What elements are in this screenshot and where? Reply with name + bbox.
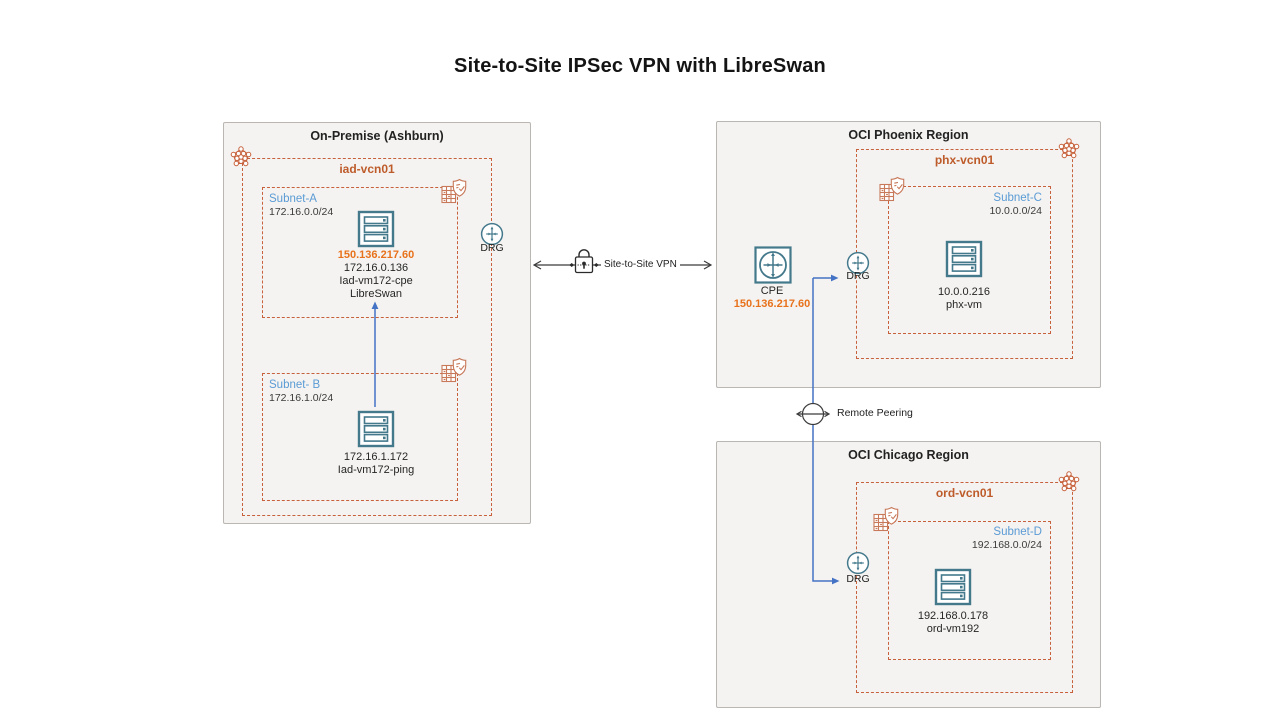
- cpe-icon: [754, 246, 792, 284]
- vpn-arrowhead-right: [703, 260, 713, 270]
- subnet-c-box: Subnet-C 10.0.0.0/24 10.0.0.216 phx-vm: [888, 186, 1051, 334]
- subnet-d-head: Subnet-D 192.168.0.0/24: [972, 526, 1042, 552]
- cpe-vm-labels: 150.136.217.60 172.16.0.136 Iad-vm172-cp…: [338, 249, 414, 301]
- security-list-icon: [440, 356, 468, 384]
- vcn-icon: [1058, 471, 1080, 493]
- server-icon: [356, 209, 396, 249]
- security-list-icon: [872, 505, 900, 533]
- phx-vm-labels: 10.0.0.216 phx-vm: [938, 286, 990, 312]
- vpn-label: Site-to-Site VPN: [601, 259, 680, 270]
- vpn-lock-icon: [569, 249, 599, 274]
- subnet-b-cidr: 172.16.1.0/24: [269, 392, 334, 404]
- drg-icon: [480, 222, 504, 246]
- subnet-c-cidr: 10.0.0.0/24: [989, 205, 1042, 217]
- subnet-c-head: Subnet-C 10.0.0.0/24: [989, 192, 1042, 218]
- cpe-label: CPE: [760, 285, 784, 297]
- cpe-labels: CPE 150.136.217.60: [734, 285, 810, 311]
- phoenix-region-title: OCI Phoenix Region: [848, 128, 969, 142]
- chicago-drg-label: DRG: [846, 573, 870, 585]
- ord-vm-ip: 192.168.0.178: [917, 610, 989, 622]
- ord-vm-labels: 192.168.0.178 ord-vm192: [918, 610, 988, 636]
- server-icon: [944, 239, 984, 279]
- vcn-icon: [230, 146, 252, 168]
- subnet-b-head: Subnet- B 172.16.1.0/24: [269, 379, 333, 405]
- security-list-icon: [440, 177, 468, 205]
- subnet-b-box: Subnet- B 172.16.1.0/24 172.16.1.172 Iad…: [262, 373, 458, 501]
- subnet-a-label: Subnet-A: [269, 193, 317, 205]
- cpe-vm-public-ip: 150.136.217.60: [337, 249, 415, 261]
- chicago-region-box: OCI Chicago Region ord-vcn01 Subnet-D 19…: [716, 441, 1101, 708]
- subnet-b-label: Subnet- B: [269, 379, 321, 391]
- ord-vcn-label: ord-vcn01: [935, 486, 994, 500]
- iad-vcn-box: iad-vcn01: [242, 158, 492, 516]
- phx-vcn-label: phx-vcn01: [934, 153, 995, 167]
- cpe-public-ip: 150.136.217.60: [733, 298, 811, 310]
- subnet-a-head: Subnet-A 172.16.0.0/24: [269, 193, 333, 219]
- server-icon: [933, 567, 973, 607]
- subnet-c-label: Subnet-C: [993, 192, 1042, 204]
- remote-peering-label: Remote Peering: [837, 407, 913, 419]
- drg-icon: [846, 251, 870, 275]
- ping-vm-ip: 172.16.1.172: [343, 451, 409, 463]
- subnet-d-cidr: 192.168.0.0/24: [971, 539, 1042, 551]
- drg-icon: [846, 551, 870, 575]
- phoenix-region-box: OCI Phoenix Region phx-vcn01 Subnet-C 10…: [716, 121, 1101, 388]
- onprem-region-box: On-Premise (Ashburn) iad-vcn01 Subnet-A …: [223, 122, 531, 524]
- onprem-drg-label: DRG: [480, 242, 504, 254]
- vcn-icon: [1058, 138, 1080, 160]
- cpe-vm-private-ip: 172.16.0.136: [343, 262, 409, 274]
- subnet-a-box: Subnet-A 172.16.0.0/24 150.136.217.60 17…: [262, 187, 458, 318]
- cpe-vm-name: Iad-vm172-cpe: [339, 275, 413, 287]
- security-list-icon: [878, 175, 906, 203]
- ping-vm-name: Iad-vm172-ping: [337, 464, 415, 476]
- chicago-region-title: OCI Chicago Region: [848, 448, 969, 462]
- subnet-a-cidr: 172.16.0.0/24: [269, 206, 334, 218]
- phoenix-drg-label: DRG: [846, 270, 870, 282]
- subnet-d-label: Subnet-D: [993, 526, 1042, 538]
- ord-vm-name: ord-vm192: [926, 623, 980, 635]
- diagram-title: Site-to-Site IPSec VPN with LibreSwan: [454, 55, 826, 77]
- onprem-region-title: On-Premise (Ashburn): [310, 129, 444, 143]
- ord-vcn-box: ord-vcn01: [856, 482, 1073, 693]
- cpe-vm-software: LibreSwan: [350, 288, 402, 300]
- ping-vm-labels: 172.16.1.172 Iad-vm172-ping: [338, 451, 414, 477]
- server-icon: [356, 409, 396, 449]
- remote-peering-icon: [795, 402, 831, 426]
- subnet-d-box: Subnet-D 192.168.0.0/24 192.168.0.178 or…: [888, 521, 1051, 660]
- iad-vcn-label: iad-vcn01: [339, 162, 395, 176]
- phx-vm-ip: 10.0.0.216: [938, 286, 990, 298]
- phx-vm-name: phx-vm: [945, 299, 983, 311]
- vpn-arrowhead-left: [532, 260, 542, 270]
